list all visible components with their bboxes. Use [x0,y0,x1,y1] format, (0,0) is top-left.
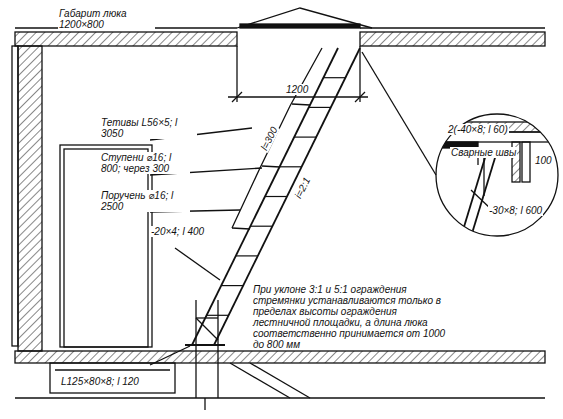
part-label: Ступени ⌀16; l 800; через 300 [100,152,190,174]
note-text: При уклоне 3:1 и 5:1 ограждения стремянк… [252,284,450,350]
ladder-rung [309,107,331,108]
detail-dimension: 100 [534,155,553,166]
ladder-rung [265,196,287,197]
dimension-label: 1200 [285,84,309,95]
part-label: Поручень ⌀16; l 2500 [100,190,190,212]
part-label: Тетивы L56×5; l 3050 [100,117,197,139]
ladder-rung [207,315,229,316]
dimension-label: l=300 [258,124,280,153]
detail-label: Сварные швы [450,147,517,158]
detail-label: -30×8; l 600 [488,205,543,216]
detail-label: 2(-40×8; l 60) [447,124,509,135]
ladder-rung [280,166,302,167]
hatch-size-label: Габарит люка 1200×800 [58,8,155,30]
ladder-rung [250,226,272,227]
ladder-rung [323,77,345,78]
part-label: -20×4; l 400 [150,226,205,237]
ladder-rung [236,255,258,256]
ladder-rung [221,285,243,286]
part-label: L125×80×8; l 120 [60,376,140,387]
ladder-rung [294,137,316,138]
